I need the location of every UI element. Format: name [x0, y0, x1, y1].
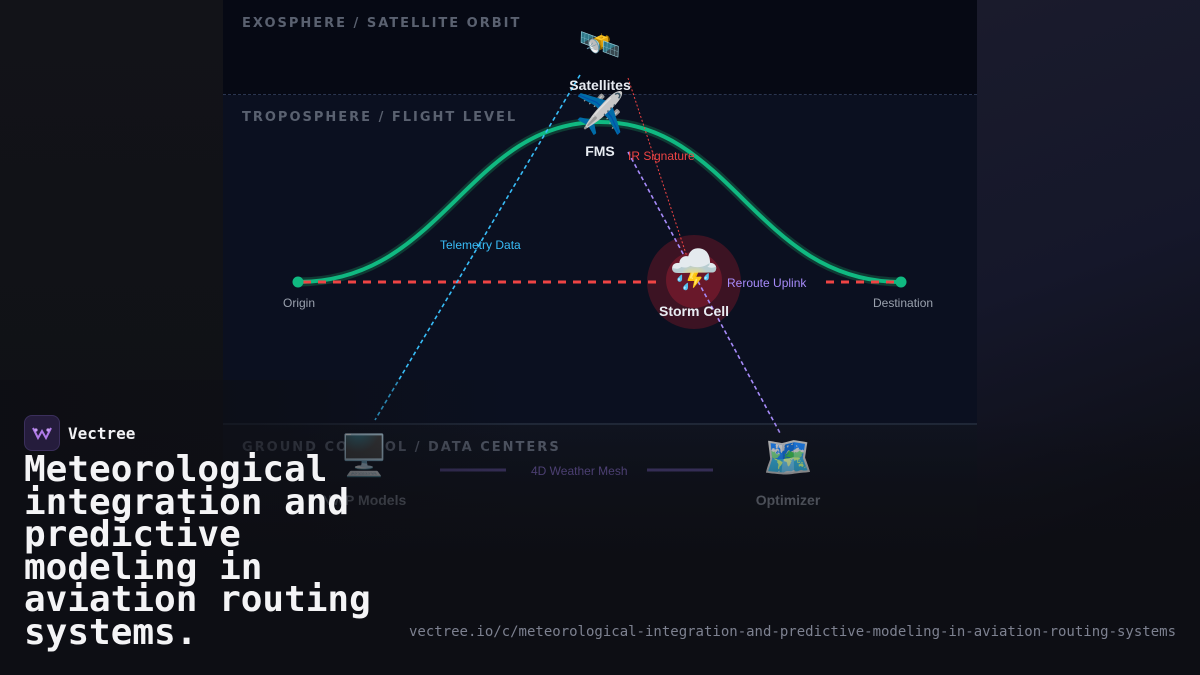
destination-point — [895, 276, 907, 288]
reroute-uplink-label: Reroute Uplink — [727, 276, 807, 290]
map-icon: 🗺️ — [763, 436, 813, 480]
satellites-label: Satellites — [569, 77, 631, 93]
reroute-uplink-link — [627, 151, 781, 434]
origin-point — [292, 276, 304, 288]
brand: Vectree — [24, 415, 135, 451]
airplane-icon: ✈️ — [575, 92, 625, 136]
headline: Meteorological integration and predictiv… — [24, 449, 371, 653]
destination-label: Destination — [873, 296, 934, 310]
fms-label: FMS — [585, 143, 615, 159]
thunderstorm-icon: ⛈️ — [669, 248, 719, 292]
brand-name: Vectree — [68, 423, 136, 443]
ir-signature-link — [627, 77, 694, 276]
weather-mesh-label: 4D Weather Mesh — [531, 464, 628, 478]
vectree-logo-icon — [24, 415, 60, 451]
background-right — [976, 0, 1200, 675]
ir-signature-label: IR Signature — [628, 149, 695, 163]
origin-label: Origin — [283, 296, 316, 310]
satellite-icon: 🛰️ — [578, 26, 622, 64]
storm-cell-label: Storm Cell — [658, 303, 730, 319]
article-url[interactable]: vectree.io/c/meteorological-integration-… — [408, 624, 1176, 640]
telemetry-label: Telemetry Data — [440, 238, 521, 252]
optimizer-label: Optimizer — [755, 492, 821, 508]
